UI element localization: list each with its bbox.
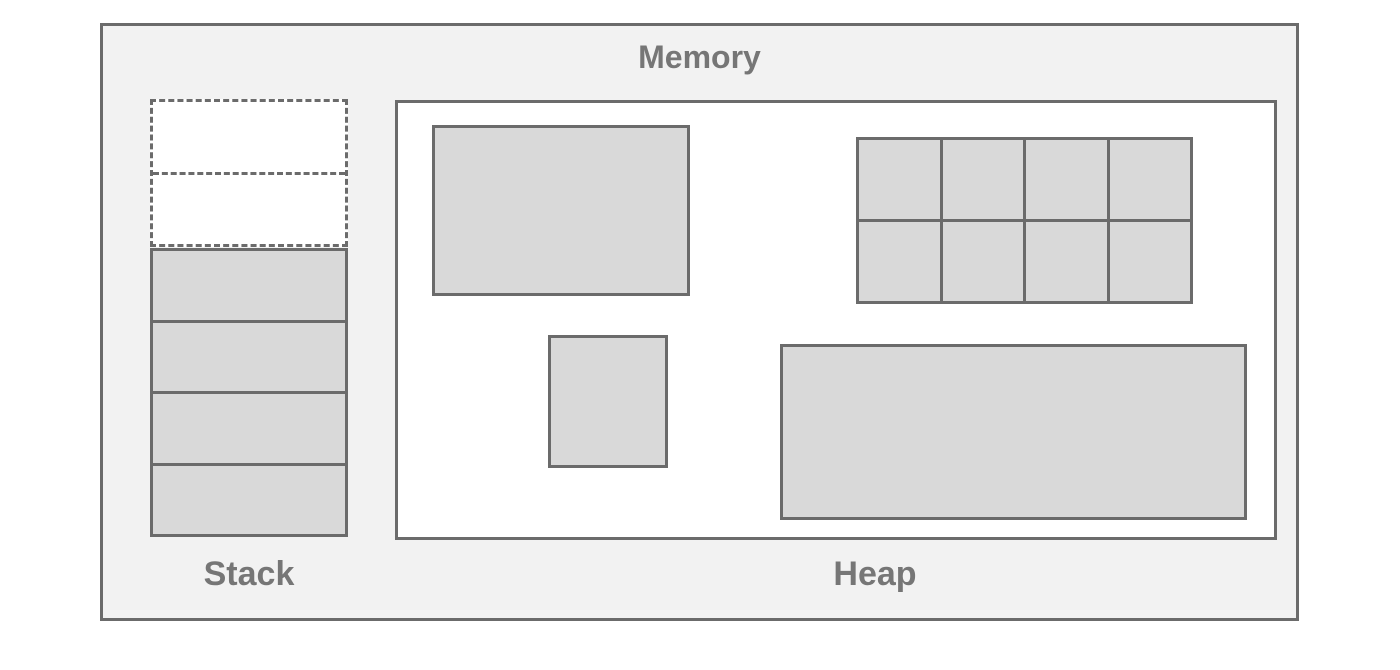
heap-grid-cell [942, 222, 1023, 301]
stack-allocated-slot [153, 391, 345, 463]
stack-allocated-slot [153, 462, 345, 535]
stack-allocated-region [150, 248, 348, 537]
stack-free-slot [153, 102, 345, 172]
heap-block-top-left [432, 125, 690, 296]
stack-allocated-slot [153, 319, 345, 392]
heap-block-small-square [548, 335, 668, 468]
heap-grid-cell [1109, 140, 1190, 219]
heap-grid-block [856, 137, 1193, 304]
stack-free-region [150, 99, 348, 247]
heap-block-bottom-wide [780, 344, 1247, 520]
stack-free-slot [153, 171, 345, 245]
heap-grid-cell [1109, 222, 1190, 301]
heap-grid-cell [942, 140, 1023, 219]
memory-box: Memory Stack Heap [100, 23, 1299, 621]
heap-label: Heap [833, 555, 917, 593]
heap-grid-cell [1026, 222, 1107, 301]
stack-allocated-slot [153, 251, 345, 320]
heap-grid-cell [859, 140, 940, 219]
heap-box [395, 100, 1277, 540]
stack-label: Stack [203, 555, 295, 593]
memory-title: Memory [638, 39, 761, 75]
heap-grid-cell [859, 222, 940, 301]
heap-grid-cell [1026, 140, 1107, 219]
